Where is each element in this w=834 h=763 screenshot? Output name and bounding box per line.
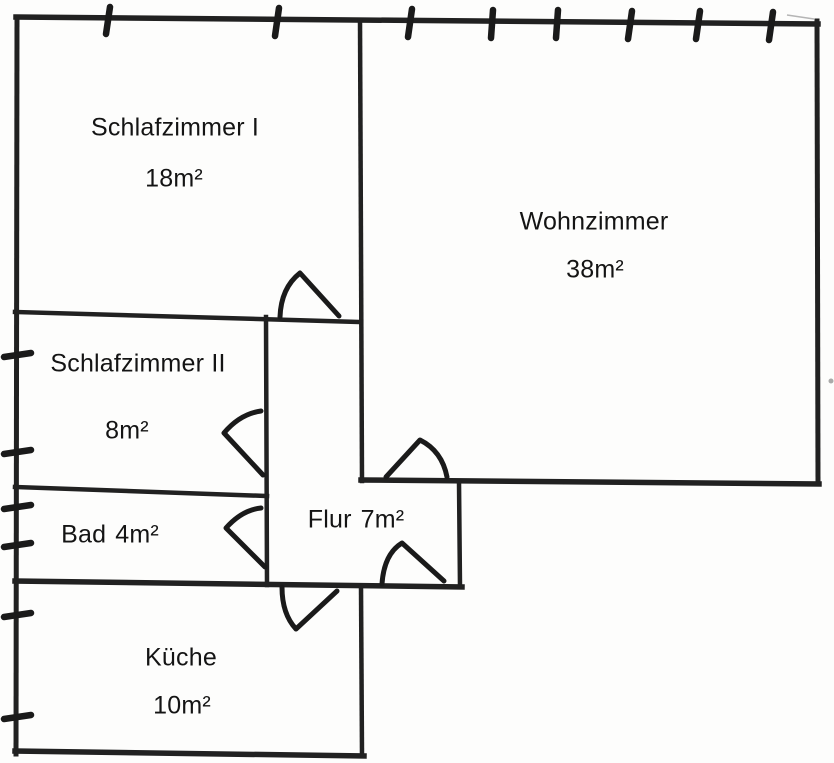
door-arc-schlafzimmer2 [221, 408, 266, 478]
walls [12, 14, 822, 759]
window-tick-top-1 [102, 3, 114, 38]
window-tick-left-4 [0, 539, 35, 551]
wall-flur-right [456, 479, 463, 590]
wall-right [814, 18, 821, 486]
room-label-bad-name: Bad [61, 520, 107, 549]
window-tick-left-2 [0, 446, 35, 458]
doors [221, 270, 450, 632]
room-area-schlafzimmer-2: 8m² [105, 416, 149, 445]
room-area-bad: 4m² [115, 520, 159, 549]
door-arc-kueche [279, 584, 340, 632]
wall-divider-schlafzimmer1-wohnzimmer [357, 17, 365, 484]
window-tick-top-5 [552, 6, 562, 42]
room-label-kueche: Küche [145, 643, 217, 672]
window-tick-left-5 [0, 609, 35, 621]
window-ticks [0, 3, 777, 723]
window-tick-left-6 [0, 711, 35, 723]
door-arc-bad [223, 505, 268, 570]
wall-schlafzimmer1-bottom [12, 309, 364, 325]
window-tick-left-3 [0, 501, 35, 513]
room-area-flur: 7m² [360, 505, 405, 534]
window-tick-top-4 [487, 6, 497, 42]
wall-kueche-bottom [12, 748, 367, 759]
window-tick-top-8 [765, 8, 777, 44]
room-label-bad: Bad 4m² [61, 521, 159, 550]
room-label-flur-name: Flur [307, 505, 352, 534]
room-label-schlafzimmer-1: Schlafzimmer I [90, 113, 260, 142]
room-area-wohnzimmer: 38m² [566, 255, 624, 284]
scan-stray-stroke [786, 14, 815, 20]
wall-corridor-left [263, 314, 270, 588]
room-area-kueche: 10m² [153, 691, 211, 720]
door-arc-entrance [379, 540, 447, 587]
wall-schlafzimmer2-bad-divider [12, 484, 270, 499]
window-tick-top-3 [404, 5, 416, 41]
wall-wohnzimmer-bottom [358, 477, 822, 487]
window-tick-left-1 [0, 349, 35, 361]
room-area-schlafzimmer-1: 18m² [145, 164, 203, 193]
wall-kueche-right [358, 584, 365, 758]
room-label-schlafzimmer-2: Schlafzimmer II [50, 349, 226, 378]
room-label-wohnzimmer: Wohnzimmer [519, 207, 669, 236]
room-label-flur: Flur 7m² [308, 506, 405, 535]
scan-artifacts [786, 14, 834, 384]
door-arc-schlafzimmer1 [277, 270, 342, 320]
window-tick-top-7 [692, 7, 704, 43]
wall-left [13, 14, 20, 757]
window-tick-top-2 [271, 4, 283, 40]
window-tick-top-6 [624, 7, 636, 43]
wall-flur-bad-bottom [12, 578, 465, 590]
wall-top [13, 14, 821, 27]
door-arc-wohnzimmer [383, 437, 450, 480]
scan-speck [828, 378, 834, 384]
